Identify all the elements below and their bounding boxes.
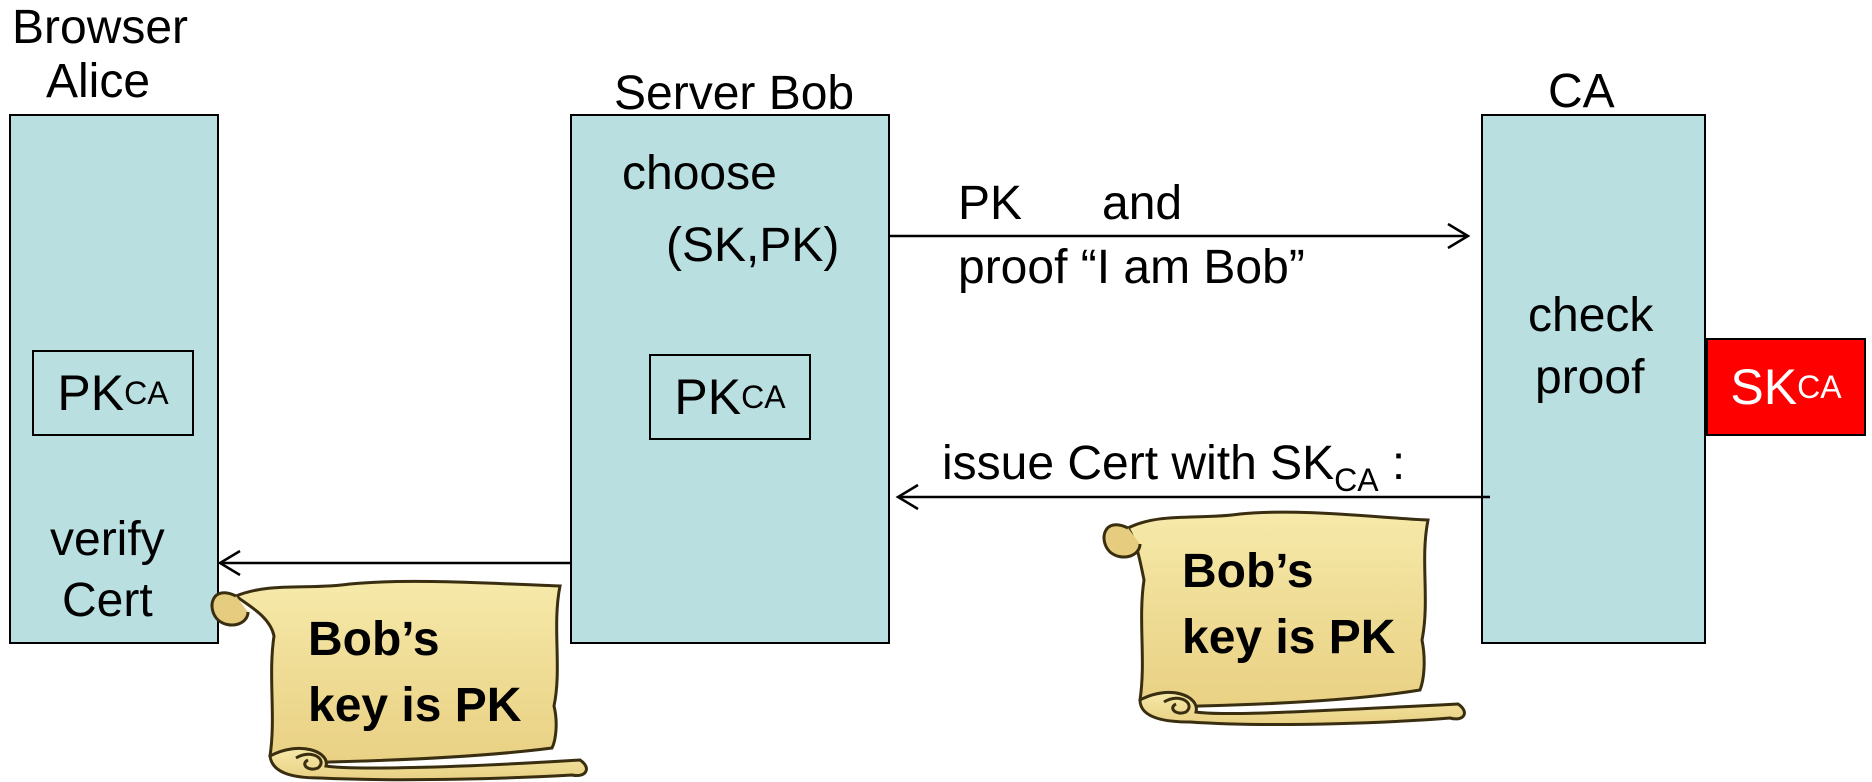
msg-and-text: and [1102, 177, 1183, 230]
msg-issue-cert-text: issue Cert with SKCA : [942, 436, 1405, 508]
arrow-bob-to-alice [217, 549, 570, 577]
arrow-bob-to-ca [890, 222, 1471, 250]
alice-pk-sub: CA [124, 374, 169, 411]
alice-verify-text: verify [50, 513, 165, 566]
ca-sk-sub: CA [1797, 368, 1842, 405]
msg-proof-text: proof “I am Bob” [958, 241, 1305, 294]
msg-issue-suffix: : [1378, 437, 1406, 490]
msg-pk-text: PK [958, 177, 1023, 230]
alice-pk-text: PK [57, 365, 125, 421]
arrow-ca-to-bob [895, 483, 1490, 511]
cert-right-line2: key is PK [1182, 611, 1396, 664]
bob-keypair-text: (SK,PK) [666, 219, 840, 272]
bob-choose-text: choose [622, 147, 777, 200]
alice-box [9, 114, 219, 644]
ca-check-text: check [1528, 289, 1654, 342]
cert-scroll-right [1102, 510, 1466, 727]
cert-left-line1: Bob’s [308, 613, 440, 666]
bob-title: Server Bob [614, 67, 855, 120]
cert-right-line1: Bob’s [1182, 545, 1314, 598]
ca-title: CA [1548, 65, 1615, 118]
ca-sk-text: SK [1730, 359, 1798, 415]
alice-label-line2: Alice [46, 55, 151, 108]
bob-pk-text: PK [674, 369, 742, 425]
msg-issue-sub: CA [1334, 462, 1379, 498]
alice-label-line1: Browser [12, 1, 189, 54]
msg-issue-prefix: issue Cert with SK [942, 437, 1335, 490]
bob-pk-sub: CA [741, 378, 786, 415]
alice-cert-text: Cert [62, 574, 153, 627]
ca-box [1481, 114, 1706, 644]
bob-box [570, 114, 890, 644]
cert-left-line2: key is PK [308, 679, 522, 732]
ca-proof-text: proof [1535, 351, 1645, 404]
cert-scroll-left [210, 579, 588, 782]
